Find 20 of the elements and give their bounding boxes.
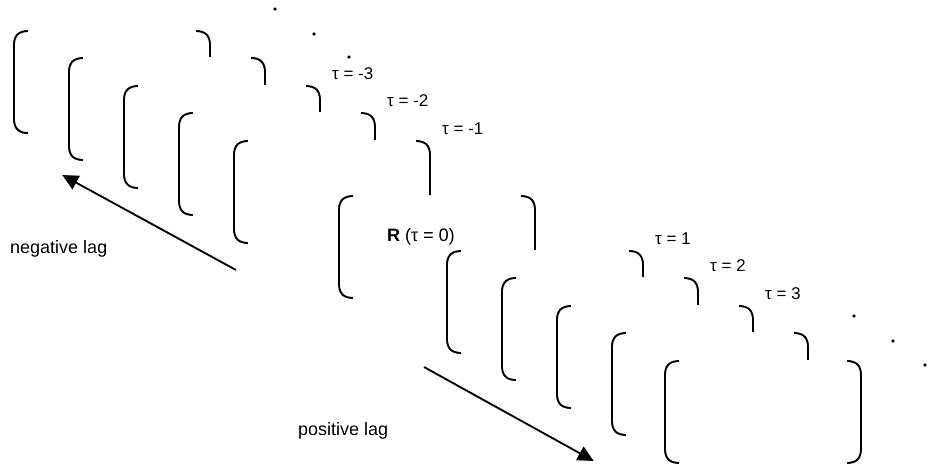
- matrix-bracket-drawing: [555, 305, 755, 409]
- matrix-bracket-drawing: [663, 360, 863, 464]
- direction-label: positive lag: [298, 420, 388, 438]
- matrix-bracket-drawing: [445, 250, 645, 354]
- matrix-bracket-drawing: [500, 277, 700, 381]
- lag-label: τ = 1: [655, 230, 691, 247]
- matrix-bracket-drawing: [67, 57, 267, 161]
- lag-label: τ = 2: [710, 257, 746, 274]
- direction-label: negative lag: [10, 238, 108, 256]
- matrix-bracket-drawing: [337, 195, 537, 299]
- matrix-bracket-drawing: [122, 85, 322, 189]
- matrix-bracket-drawing: [610, 332, 810, 436]
- lag-label: τ = -2: [387, 92, 428, 109]
- matrix-bracket-drawing: [232, 140, 432, 244]
- lag-label: τ = 3: [765, 285, 801, 302]
- matrix-label: R (τ = 0): [387, 225, 455, 245]
- lag-label: τ = -1: [442, 120, 484, 137]
- lag-label: τ = -3: [332, 65, 374, 82]
- matrix-bracket-drawing: [177, 112, 377, 216]
- matrix-bracket-drawing: [12, 30, 212, 134]
